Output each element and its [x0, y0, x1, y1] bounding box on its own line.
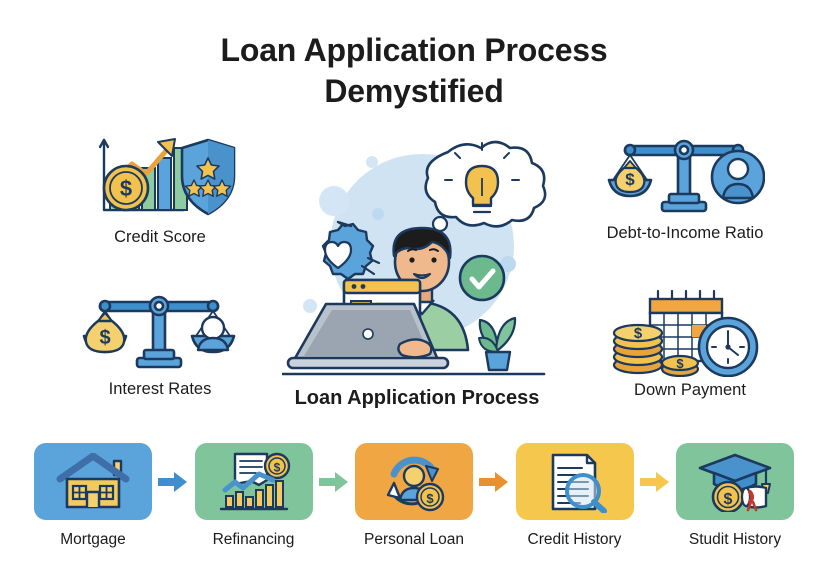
title-line-2: Demystified — [324, 72, 504, 109]
svg-text:$: $ — [724, 491, 733, 508]
flow-step-credit-history[interactable]: Credit History — [515, 443, 634, 549]
flow-label: Studit History — [688, 531, 782, 548]
graduation-cap-coin-diploma-icon: $ — [698, 453, 772, 512]
flow-arrow-2 — [317, 443, 351, 520]
center-caption: Loan Application Process — [294, 387, 540, 409]
arrow-right-icon — [318, 471, 348, 492]
svg-text:$: $ — [120, 176, 132, 201]
loan-type-flow: Mortgage $ — [34, 443, 794, 563]
title-line-1: Loan Application Process — [220, 32, 608, 68]
calendar-coins-clock-icon: $ $ — [612, 289, 759, 377]
svg-text:$: $ — [634, 325, 643, 342]
flow-card[interactable]: $ — [676, 443, 794, 520]
flow-arrow-3 — [477, 443, 511, 520]
flow-step-studit-history[interactable]: $ Studit History — [676, 443, 794, 549]
document-magnifier-icon — [551, 453, 607, 513]
flow-card[interactable] — [515, 443, 634, 520]
arrow-right-icon — [479, 471, 509, 492]
balance-scale-moneybag-person-icon: $ — [607, 139, 765, 213]
svg-text:$: $ — [426, 491, 434, 506]
flow-arrow-4 — [638, 443, 672, 520]
feature-interest-rates: $ Interest Rates — [45, 288, 275, 399]
flow-label: Credit History — [527, 531, 622, 548]
page-title: Loan Application Process Demystified — [0, 30, 828, 112]
feature-label: Down Payment — [634, 381, 746, 399]
refresh-person-coin-icon: $ — [386, 456, 445, 511]
svg-text:$: $ — [273, 460, 280, 474]
feature-label: Debt-to-Income Ratio — [606, 224, 764, 242]
flow-label: Personal Loan — [364, 531, 464, 548]
feature-label: Interest Rates — [108, 380, 212, 398]
person-at-laptop-illustration — [280, 140, 547, 376]
flow-card[interactable]: $ — [355, 443, 473, 520]
flow-card[interactable]: $ — [194, 443, 313, 520]
flow-step-personal-loan[interactable]: $ Personal Loan — [355, 443, 473, 549]
feature-down-payment: $ $ Down Payment — [565, 285, 815, 400]
flow-step-mortgage[interactable]: Mortgage — [34, 443, 152, 549]
center-illustration-block: Loan Application Process — [280, 138, 552, 410]
growth-chart-coin-shield-icon: $ — [98, 138, 236, 216]
flow-card[interactable] — [34, 443, 152, 520]
flow-label: Refinancing — [212, 531, 295, 548]
arrow-right-icon — [639, 471, 669, 492]
house-icon — [56, 452, 130, 508]
feature-debt-to-income-ratio: $ Debt-to-Income Ratio — [555, 132, 815, 243]
document-chart-coin-icon: $ — [219, 452, 290, 510]
flow-arrow-1 — [156, 443, 190, 520]
flow-label: Mortgage — [60, 531, 126, 548]
flow-step-refinancing[interactable]: $ Refinancing — [194, 443, 313, 549]
svg-text:$: $ — [625, 170, 635, 189]
balance-scale-moneybag-person-icon: $ — [82, 295, 236, 369]
svg-text:$: $ — [99, 327, 110, 349]
feature-label: Credit Score — [114, 228, 206, 246]
feature-credit-score: $ Credit Score — [45, 132, 275, 247]
arrow-right-icon — [158, 471, 188, 492]
svg-text:$: $ — [676, 356, 684, 371]
